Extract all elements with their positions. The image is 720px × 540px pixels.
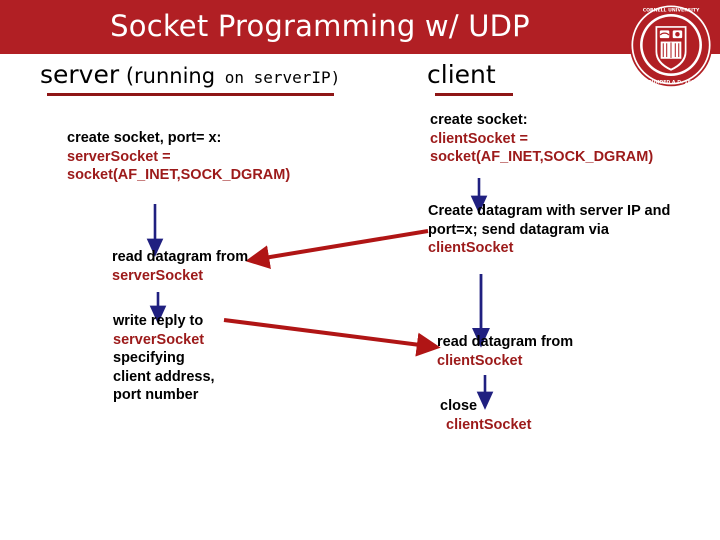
svg-text:CORNELL UNIVERSITY: CORNELL UNIVERSITY [643,7,700,13]
server-step-read-datagram: read datagram from serverSocket [112,248,248,285]
step-line: read datagram from [112,249,249,265]
step-line: client address, [113,368,215,385]
step-line: clientSocket [428,240,514,256]
step-line: serverSocket [113,331,205,348]
step-line: close [440,398,478,414]
step-line: socket(AF_INET,SOCK_DGRAM) [67,167,291,183]
cornell-seal-icon: CORNELL UNIVERSITY FOUNDED A.D. 1865 [628,2,714,88]
step-line: read datagram from [437,334,574,350]
server-heading-underline [47,93,334,96]
arrow-server-reply-to-client-read [223,318,441,357]
client-step-read-datagram: read datagram from clientSocket [437,333,573,370]
step-line: write reply to [113,313,204,329]
diagram-canvas: server (running on serverIP) client crea… [0,54,720,540]
step-line: socket(AF_INET,SOCK_DGRAM) [430,149,654,165]
server-step-write-reply: write reply to serverSocket specifying c… [113,312,215,405]
step-line: create socket: [430,112,528,128]
client-heading-underline [435,93,513,96]
client-column-heading: client [427,60,496,89]
step-line: port number [113,387,199,403]
client-step-close: close clientSocket [440,397,531,434]
step-line: specifying [113,350,185,366]
server-heading-on: on [224,68,244,87]
step-line: clientSocket [437,352,523,369]
arrow-client-send-to-server-read [245,229,429,270]
server-step-create-socket: create socket, port= x: serverSocket = s… [67,129,290,185]
server-heading-serverip: serverIP) [253,68,341,87]
step-line: clientSocket [446,416,532,433]
step-line: serverSocket [112,267,204,284]
page-title: Socket Programming w/ UDP [110,9,530,43]
server-heading-running: (running [125,64,216,88]
step-line: serverSocket = [67,148,171,165]
step-line: Create datagram with server IP and [428,203,671,219]
client-heading-word: client [427,60,496,89]
server-heading-word: server [40,60,120,89]
step-line: port=x; send datagram via [428,221,609,238]
step-line: create socket, port= x: [67,130,222,146]
svg-text:FOUNDED A.D. 1865: FOUNDED A.D. 1865 [645,80,698,86]
client-step-create-socket: create socket: clientSocket = socket(AF_… [430,111,653,167]
step-line: clientSocket = [430,130,528,147]
title-bar [0,0,720,54]
server-column-heading: server (running on serverIP) [40,60,340,89]
client-step-create-datagram: Create datagram with server IP and port=… [428,202,670,258]
